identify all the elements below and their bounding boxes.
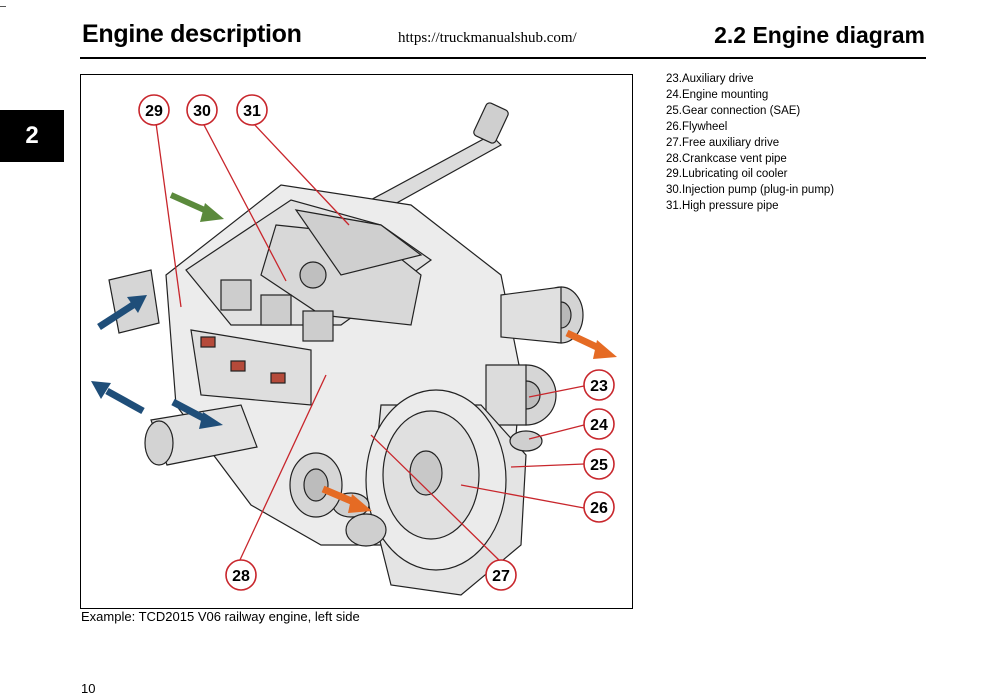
callout-26-label: 26 <box>590 500 608 517</box>
callout-24-label: 24 <box>590 417 608 434</box>
intake-arrow-blue <box>97 295 147 330</box>
callout-25: 25 <box>583 448 615 480</box>
air-flow-arrow-green <box>169 192 224 222</box>
callout-30: 30 <box>186 94 218 126</box>
legend-item: 24.Engine mounting <box>666 88 769 101</box>
callout-27-label: 27 <box>492 568 510 585</box>
chapter-tab: 2 <box>0 110 64 162</box>
callout-26: 26 <box>583 491 615 523</box>
legend-item: 27.Free auxiliary drive <box>666 136 780 149</box>
legend-item: 31.High pressure pipe <box>666 200 779 213</box>
callout-23: 23 <box>583 369 615 401</box>
callout-31: 31 <box>236 94 268 126</box>
section-title: Engine description <box>82 20 302 48</box>
callout-28-label: 28 <box>232 568 250 585</box>
callout-29-label: 29 <box>145 103 163 120</box>
callout-31-label: 31 <box>243 103 261 120</box>
legend-item: 28.Crankcase vent pipe <box>666 152 787 165</box>
source-url[interactable]: https://truckmanualshub.com/ <box>398 30 577 46</box>
parts-legend: 23.Auxiliary drive 24.Engine mounting 25… <box>666 72 834 215</box>
engine-diagram-figure: 29 30 31 23 24 25 26 28 <box>80 74 633 609</box>
flow-arrows <box>91 192 617 513</box>
callout-23-label: 23 <box>590 378 608 395</box>
engine-illustration: 29 30 31 23 24 25 26 28 <box>91 94 617 596</box>
header-rule <box>80 57 926 59</box>
legend-item: 25.Gear connection (SAE) <box>666 104 801 117</box>
legend-item: 26.Flywheel <box>666 120 728 133</box>
engine-drawing <box>108 102 584 596</box>
coolant-arrow-blue-left <box>91 381 145 415</box>
subsection-title: 2.2 Engine diagram <box>714 22 925 48</box>
page-number: 10 <box>81 681 96 696</box>
legend-item: 23.Auxiliary drive <box>666 73 754 85</box>
callout-leaders <box>155 122 585 563</box>
corner-mark <box>0 6 6 7</box>
callout-27: 27 <box>485 559 517 591</box>
legend-item: 30.Injection pump (plug-in pump) <box>666 184 835 197</box>
callout-25-label: 25 <box>590 457 608 474</box>
figure-caption: Example: TCD2015 V06 railway engine, lef… <box>81 609 360 624</box>
exhaust-arrow-orange-bottom <box>321 485 372 513</box>
callout-30-label: 30 <box>193 103 211 120</box>
callout-29: 29 <box>138 94 170 126</box>
callout-24: 24 <box>583 408 615 440</box>
callout-28: 28 <box>225 559 257 591</box>
legend-item: 29.Lubricating oil cooler <box>666 168 788 181</box>
exhaust-arrow-orange-right <box>565 329 617 359</box>
coolant-arrow-blue-right <box>171 398 223 429</box>
